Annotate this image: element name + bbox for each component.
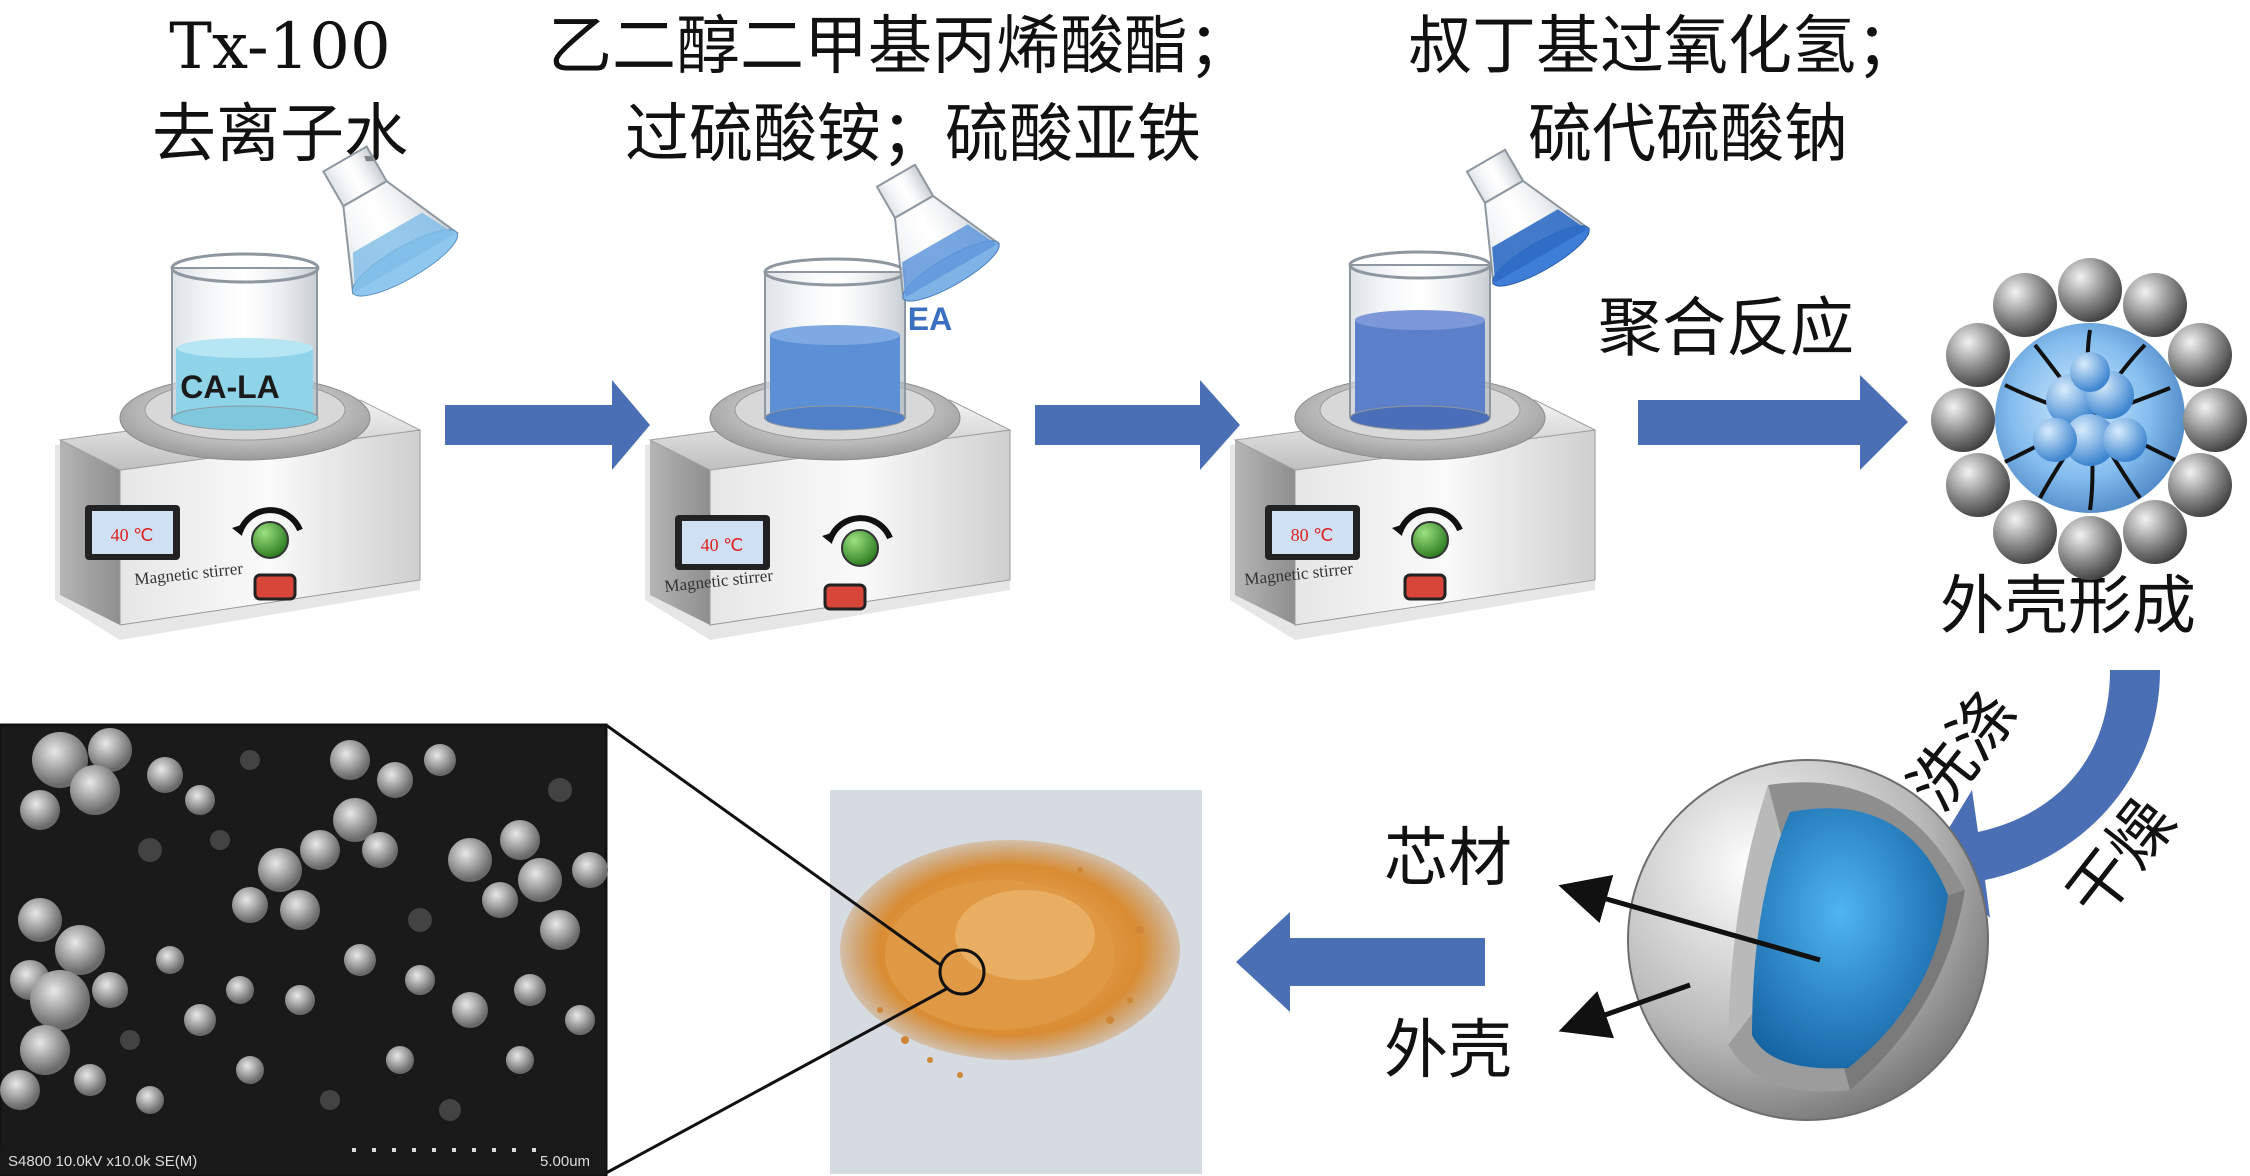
pointer-core [1558,874,1821,963]
microcapsule-assembly [1931,258,2247,580]
flask-label-ea: EA [908,301,952,337]
temperature-display-1: 40 ℃ [111,525,154,545]
flask-1 [321,145,459,297]
pointer-shell [1558,982,1691,1039]
shell-label: 外壳 [1384,1014,1512,1088]
step1-line1: Tx-100 [169,10,391,84]
knob-1 [251,521,289,559]
temperature-display-3: 80 ℃ [1291,525,1334,545]
arrow-washing-drying [1932,670,2160,918]
step3-line2: 硫代硫酸钠 [1528,98,1848,172]
power-switch-1 [253,573,297,601]
magnetic-stirrer-1: 40 ℃ Magnetic stirrer CA-LA [55,252,422,640]
core-label: 芯材 [1384,822,1512,896]
shell-formation-label: 外壳形成 [1940,570,2196,644]
magnetic-stirrer-2: 40 ℃ Magnetic stirrer [645,257,1012,640]
step2-line2: 过硫酸铵；硫酸亚铁 [625,98,1201,172]
step3-line1: 叔丁基过氧化氢； [1408,10,1920,84]
beaker-label-1: CA-LA [180,369,280,405]
arrow-polymerization [1638,375,1908,470]
flask-3 [1465,148,1591,287]
flask-2 [875,163,1001,302]
product-photo [830,790,1202,1174]
sem-image: S4800 10.0kV x10.0k SE(M) 5.00um [0,723,608,1176]
zoom-line-bottom [605,986,949,1175]
sem-scale: 5.00um [540,1153,590,1170]
power-switch-3 [1403,573,1447,601]
knob-2 [841,529,879,567]
step2-line1: 乙二醇二甲基丙烯酸酯； [548,10,1252,84]
knob-3 [1411,521,1449,559]
magnetic-stirrer-3: 80 ℃ Magnetic stirrer [1230,250,1597,640]
core-shell-sphere [1627,759,1989,1121]
sem-caption: S4800 10.0kV x10.0k SE(M) [8,1153,197,1170]
polymerization-label: 聚合反应 [1598,292,1854,366]
arrow-step2-to-3 [1035,380,1240,470]
arrow-step1-to-2 [445,380,650,470]
temperature-display-2: 40 ℃ [701,535,744,555]
zoom-line-top [605,723,943,968]
power-switch-2 [823,583,867,611]
arrow-to-product [1236,912,1485,1012]
